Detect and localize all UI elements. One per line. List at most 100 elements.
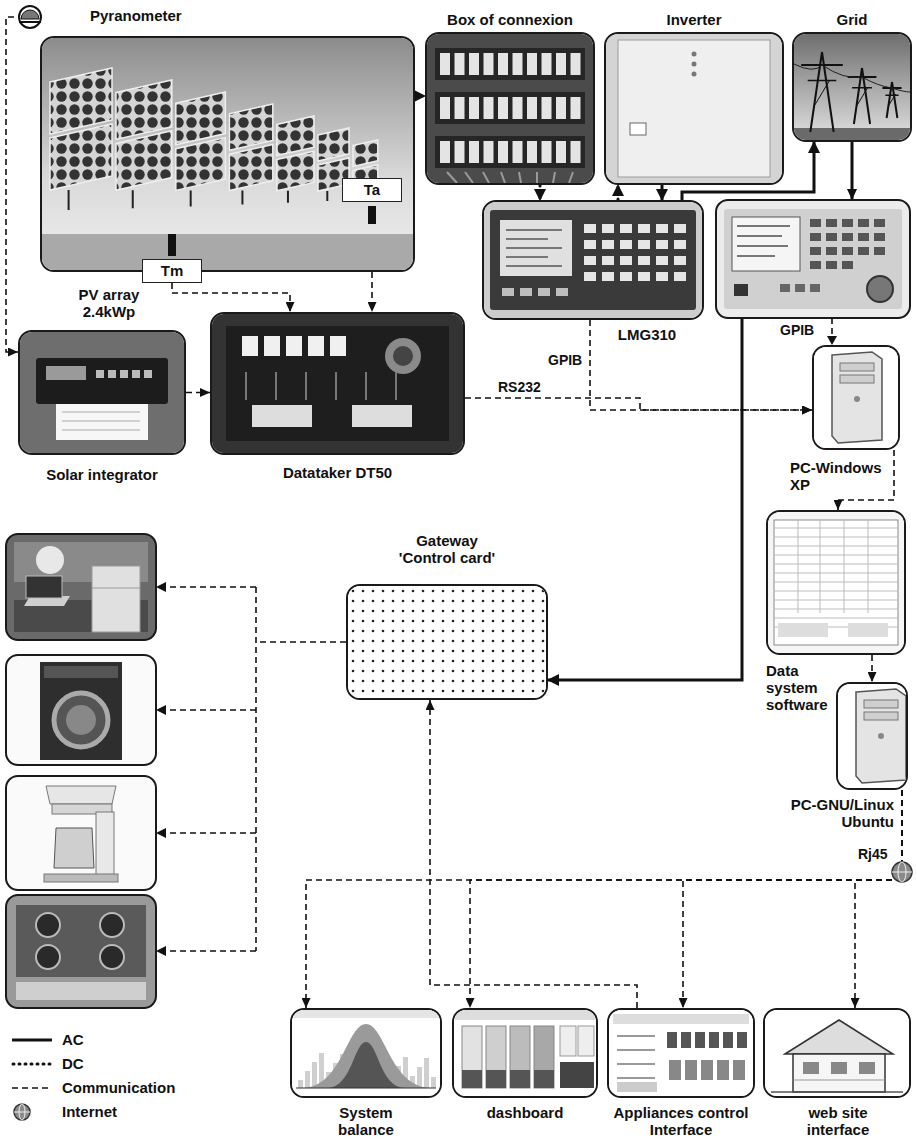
photo-frame-part-part [814, 80, 830, 106]
photo-frame-part-part [527, 53, 537, 75]
website-screenshot: web site interface [763, 1008, 911, 1098]
photo-frame-part-part [808, 80, 837, 82]
photo-frame-part-part [352, 405, 412, 427]
photo-frame-part-part [536, 172, 538, 183]
photo-frame-part-part [578, 1026, 594, 1056]
appliance-photo-part [92, 588, 140, 589]
arrow-head [847, 189, 857, 200]
photo-frame-part-part [275, 372, 277, 400]
power-analyzer-photo-part [858, 233, 869, 241]
photo-frame-part-part [42, 234, 413, 270]
photo-frame-part-part [330, 336, 346, 356]
photo-frame-part-part [19, 6, 41, 28]
photo-frame-part-part [96, 370, 104, 378]
photo-frame-part-part [447, 172, 457, 183]
power-analyzer-photo-part [737, 245, 788, 247]
arrow-heads-part [156, 582, 166, 592]
photo-frame-part-part [469, 53, 479, 75]
photo-frame-part-part [513, 141, 523, 163]
node-label: Box of connexion [425, 11, 595, 28]
photo-frame-part-part [602, 272, 614, 281]
photo-frame-part-part [484, 202, 702, 318]
photo-frame-part-part [490, 210, 696, 310]
photo-frame-part-part [620, 224, 632, 233]
photo-frame-part-part [36, 358, 168, 404]
power-analyzer-photo-part [732, 217, 800, 271]
photo-frame-part-part [542, 141, 552, 163]
grid-photo: Grid [792, 32, 912, 142]
legend-label: Internet [62, 1103, 117, 1120]
photo-frame-part-part [506, 265, 562, 267]
photo-frame-part-part [501, 172, 505, 183]
photo-frame-part-part [774, 582, 898, 583]
photo-frame-part-part [674, 240, 686, 249]
photo-frame [768, 512, 904, 653]
photo-frame-part-part [469, 141, 479, 163]
communication-line [430, 700, 637, 1008]
photo-frame [427, 34, 593, 183]
photo-frame-part-part [542, 97, 552, 119]
photo-frame-part-part [617, 1035, 655, 1037]
photo-frame-part-part [793, 1080, 885, 1081]
photo-frame [454, 1010, 596, 1096]
port-label: Rj45 [856, 846, 890, 862]
photo-frame-part-part [569, 172, 573, 183]
photo-frame-part-part [435, 92, 585, 124]
photo-frame [42, 38, 413, 270]
photo-frame-part-part [348, 586, 546, 698]
node-label: Data system software [766, 662, 838, 713]
photo-frame-part-part [606, 34, 782, 183]
photo-frame-part-part [302, 1024, 432, 1088]
photo-frame-part-part [46, 366, 86, 380]
photo-frame-part-part [498, 97, 508, 119]
control-wires-part [165, 832, 256, 834]
photo-frame-part-part [617, 1049, 655, 1051]
photo-frame-part-part [506, 247, 562, 249]
photo-frame-part-part [308, 336, 324, 356]
photo-frame-part-part [305, 1071, 310, 1088]
photo-frame-part [768, 512, 904, 653]
control-wires-part [165, 950, 256, 952]
power-analyzer-photo-part [795, 284, 805, 292]
photo-frame-part-part [534, 1026, 554, 1088]
arrow-heads-part [156, 946, 166, 956]
legend-sample-part-part [14, 1104, 30, 1120]
photo-frame-part-part [108, 370, 116, 378]
photo-frame-part-part [717, 1060, 729, 1080]
power-analyzer-photo-part [810, 219, 821, 227]
photo-frame-part-part [395, 372, 397, 400]
solar-integrator-photo: Solar integrator [18, 330, 186, 455]
photo-frame-part-part [774, 573, 898, 574]
inverter-photo: Inverter [604, 32, 784, 185]
photo-frame-part-part [212, 314, 463, 453]
photo-frame-part-part [774, 600, 898, 601]
photo-frame-part-part [553, 172, 555, 183]
photo-frame-part-part [287, 191, 289, 203]
photo-frame-part-part [692, 52, 697, 57]
control-wires [165, 587, 346, 951]
photo-frame-part-part [241, 191, 243, 205]
dc-line [415, 95, 425, 98]
photo-frame-part-part [440, 97, 450, 119]
communication-line [306, 790, 902, 1008]
power-analyzer-photo-part [874, 247, 885, 255]
power-analyzer-photo-part [858, 247, 869, 255]
coffee-maker-photo [6, 776, 156, 890]
gpib-wire-part [827, 336, 837, 345]
photo-frame-part-part [462, 1070, 482, 1088]
photo-frame-part-part [620, 256, 632, 265]
photo-frame-part-part [393, 346, 413, 366]
photo-frame-part-part [455, 97, 465, 119]
photo-frame-part-part [427, 34, 593, 183]
node-label: PV array 2.4kWp [64, 286, 154, 320]
photo-frame-part-part [498, 141, 508, 163]
legend-label: DC [62, 1055, 84, 1072]
photo-frame-part-part [277, 151, 314, 191]
photo-frame-part-part [701, 1060, 713, 1080]
pc-tower: PC-Windows XP [812, 345, 900, 450]
photo-frame-part [794, 34, 910, 140]
photo-frame-part-part [571, 97, 581, 119]
photo-frame-part-part [556, 97, 566, 119]
photo-frame-part-part [848, 623, 888, 637]
